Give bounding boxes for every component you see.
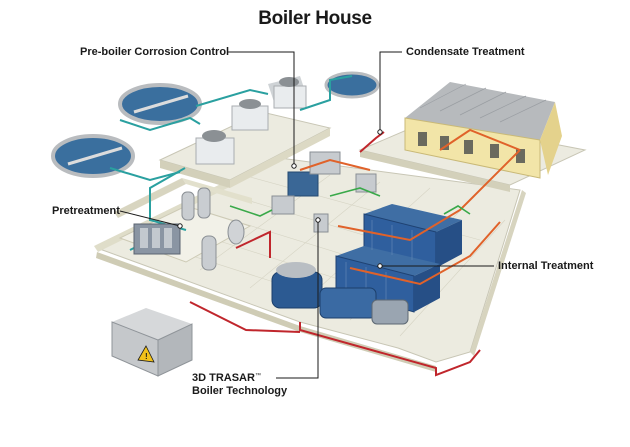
boilers — [335, 204, 462, 313]
label-3d-trasar-line2: Boiler Technology — [192, 385, 288, 397]
label-internal-treatment: Internal Treatment — [498, 260, 594, 272]
label-3d-trasar: 3D TRASAR™ Boiler Technology — [192, 370, 287, 398]
label-3d-trasar-line1: 3D TRASAR — [192, 372, 255, 384]
label-condensate-treatment: Condensate Treatment — [406, 46, 525, 58]
condensate-pipes — [189, 131, 481, 377]
label-pre-boiler-corrosion-control: Pre-boiler Corrosion Control — [80, 46, 230, 58]
warning-icon: ! — [137, 345, 155, 363]
turbine — [271, 262, 409, 325]
cooling-towers — [195, 76, 307, 165]
svg-text:!: ! — [145, 352, 148, 361]
pretreatment-equipment — [133, 187, 245, 271]
callout-dots — [177, 129, 383, 269]
fan-icon — [279, 77, 299, 87]
callout-leaders — [119, 51, 494, 379]
label-pretreatment: Pretreatment — [52, 205, 120, 217]
steam-pipes — [299, 128, 521, 286]
transformer-box: ! — [111, 308, 193, 377]
trademark-mark: ™ — [254, 373, 261, 379]
pre-boiler-equipment — [271, 151, 377, 233]
chemical-feed-lines — [229, 187, 471, 217]
page-title: Boiler House — [258, 8, 372, 29]
